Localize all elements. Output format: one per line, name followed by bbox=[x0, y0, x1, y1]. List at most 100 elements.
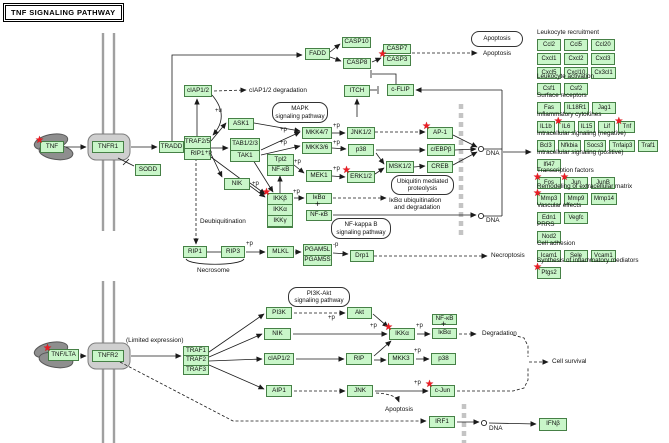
node-mlkl[interactable]: MLKL bbox=[267, 246, 294, 258]
gene-box-vegfc[interactable]: Vegfc bbox=[564, 211, 588, 224]
node-pi3k[interactable]: PI3K bbox=[266, 307, 292, 319]
node-rip3[interactable]: RIP3 bbox=[221, 246, 245, 258]
gene-box-ccl2[interactable]: Ccl2 bbox=[537, 38, 561, 51]
gene-box-mmp14[interactable]: Mmp14 bbox=[591, 192, 618, 205]
node-cjun[interactable]: c-Jun★ bbox=[425, 380, 455, 397]
gene-box-cxcl5[interactable]: Cxcl5 bbox=[537, 66, 561, 79]
node-drp1[interactable]: Drp1 bbox=[350, 250, 374, 262]
node-creb[interactable]: CREB bbox=[427, 161, 453, 173]
complex-row-label[interactable]: IKKβ bbox=[268, 194, 292, 205]
complex-row-label[interactable]: TAB1/2/3 bbox=[231, 139, 259, 151]
complex-row-label[interactable]: RIP1 bbox=[190, 149, 205, 157]
node-p38[interactable]: p38 bbox=[348, 144, 374, 156]
node-casp8[interactable]: CASP8 bbox=[343, 58, 371, 69]
node-ask1[interactable]: ASK1 bbox=[228, 118, 254, 130]
node-mkk36[interactable]: MKK3/6 bbox=[302, 142, 332, 154]
node-fadd[interactable]: FADD bbox=[305, 48, 330, 60]
complex-row-label[interactable]: PGAM5L bbox=[304, 245, 331, 256]
node-mkk3[interactable]: MKK3 bbox=[388, 353, 414, 365]
node-akt[interactable]: Akt bbox=[347, 307, 372, 319]
node-cebpb[interactable]: c/EBPβ bbox=[427, 144, 455, 156]
node-nik2[interactable]: NIK bbox=[264, 328, 291, 340]
node-ifnb[interactable]: IFNβ bbox=[539, 418, 567, 431]
node-casp3[interactable]: CASP3★ bbox=[378, 50, 411, 66]
gene-box-ptgs2[interactable]: Ptgs2★ bbox=[533, 262, 561, 279]
gene-box-sele[interactable]: Sele bbox=[564, 249, 588, 262]
node-p38b[interactable]: p38 bbox=[431, 353, 456, 365]
gene-box-ccl5[interactable]: Ccl5 bbox=[564, 38, 588, 51]
gene-box-ifi47[interactable]: Ifi47 bbox=[537, 158, 561, 171]
node-msk12[interactable]: MSK1/2 bbox=[386, 161, 414, 173]
node-casp10[interactable]: CASP10 bbox=[342, 37, 371, 48]
node-tnf[interactable]: TNF★ bbox=[35, 136, 64, 153]
node-jnk[interactable]: JNK bbox=[347, 385, 373, 397]
node-sodd[interactable]: SODD bbox=[135, 164, 161, 176]
node-ap1[interactable]: AP-1★ bbox=[422, 122, 453, 139]
node-nfkb-b[interactable]: NF-κB bbox=[432, 314, 457, 325]
node-itch[interactable]: ITCH bbox=[344, 85, 370, 97]
gene-box-vcam1[interactable]: Vcam1 bbox=[591, 249, 616, 262]
gene-box-il1b[interactable]: IL1b bbox=[537, 120, 555, 133]
node-ciap12[interactable]: cIAP1/2 bbox=[184, 85, 212, 97]
gene-box-il18r1[interactable]: IL18R1 bbox=[564, 101, 590, 114]
node-ikba-top[interactable]: IκBα bbox=[306, 193, 332, 204]
gene-box-cx3cl1[interactable]: Cx3cl1 bbox=[591, 66, 616, 79]
gene-box-jag1[interactable]: Jag1 bbox=[592, 101, 617, 114]
gene-box-csf2[interactable]: Csf2 bbox=[564, 82, 588, 95]
gene-box-mmp9[interactable]: Mmp9 bbox=[564, 192, 588, 205]
node-tnf-lta[interactable]: TNF/LTA★ bbox=[43, 344, 79, 361]
gene-box-il15[interactable]: IL15 bbox=[577, 120, 596, 133]
gene-box-traf1[interactable]: Traf1 bbox=[638, 139, 659, 152]
complex-row-label[interactable]: IKKα bbox=[268, 205, 292, 216]
node-nik[interactable]: NIK bbox=[224, 178, 250, 190]
gene-box-nfkbia[interactable]: Nfkbia bbox=[557, 139, 581, 152]
gene-box-icam1[interactable]: Icam1 bbox=[537, 249, 561, 262]
gene-box-socs3[interactable]: Socs3 bbox=[583, 139, 607, 152]
node-rip1b[interactable]: RIP1 bbox=[183, 246, 207, 258]
node-aip1[interactable]: AIP1 bbox=[266, 385, 292, 397]
gene-box-edn1[interactable]: Edn1 bbox=[537, 211, 561, 224]
complex-row-label[interactable]: NF-κB bbox=[271, 166, 290, 174]
gene-box-bcl3[interactable]: Bcl3 bbox=[537, 139, 555, 152]
complex-row-label[interactable]: TRAF1 bbox=[184, 347, 208, 357]
gene-box-junb[interactable]: JunB bbox=[591, 176, 615, 189]
gene-box-cxcl1[interactable]: Cxcl1 bbox=[537, 52, 561, 65]
node-cflip[interactable]: c-FLIP bbox=[387, 84, 414, 96]
complex-row-label[interactable]: TAK1 bbox=[237, 151, 253, 159]
node-mkk47[interactable]: MKK4/7 bbox=[302, 127, 332, 139]
gene-box-cxcl10[interactable]: Cxcl10 bbox=[564, 66, 589, 79]
node-ikka-b[interactable]: IKKα★ bbox=[384, 323, 415, 340]
gene-box-cxcl2[interactable]: Cxcl2 bbox=[564, 52, 588, 65]
node-jnk12[interactable]: JNK1/2 bbox=[347, 127, 375, 139]
pathway-ref-apoptosis-pathway[interactable]: Apoptosis bbox=[471, 31, 523, 47]
node-tnfr1[interactable]: TNFR1 bbox=[92, 141, 124, 153]
complex-row-label[interactable]: TRAF2/5 bbox=[185, 137, 210, 149]
node-ciap12b[interactable]: cIAP1/2 bbox=[264, 353, 294, 365]
gene-box-tnfaip3[interactable]: Tnfaip3 bbox=[609, 139, 636, 152]
gene-box-lif[interactable]: Lif bbox=[598, 120, 616, 133]
gene-box-fas[interactable]: Fas bbox=[537, 101, 561, 114]
complex-row-label[interactable]: TRAF3 bbox=[186, 365, 206, 373]
complex-row-label[interactable]: Tpl2 bbox=[268, 155, 293, 166]
node-ikba-b[interactable]: IκBα bbox=[432, 328, 457, 339]
node-mek1[interactable]: MEK1 bbox=[306, 170, 332, 182]
node-irf1[interactable]: IRF1 bbox=[429, 416, 455, 428]
node-casp7[interactable]: CASP7 bbox=[383, 44, 411, 54]
node-tnfr2[interactable]: TNFR2 bbox=[92, 350, 124, 362]
complex-row-label[interactable]: IKKγ bbox=[268, 216, 292, 227]
gene-box-csf1[interactable]: Csf1 bbox=[537, 82, 561, 95]
gene-box-cxcl3[interactable]: Cxcl3 bbox=[591, 52, 615, 65]
gene-box-nod2[interactable]: Nod2 bbox=[537, 230, 561, 243]
complex-row-label[interactable]: PGAM5S bbox=[304, 256, 331, 264]
node-nfkb-top[interactable]: NF-κB bbox=[306, 210, 332, 221]
node-rip[interactable]: RIP bbox=[346, 353, 372, 365]
